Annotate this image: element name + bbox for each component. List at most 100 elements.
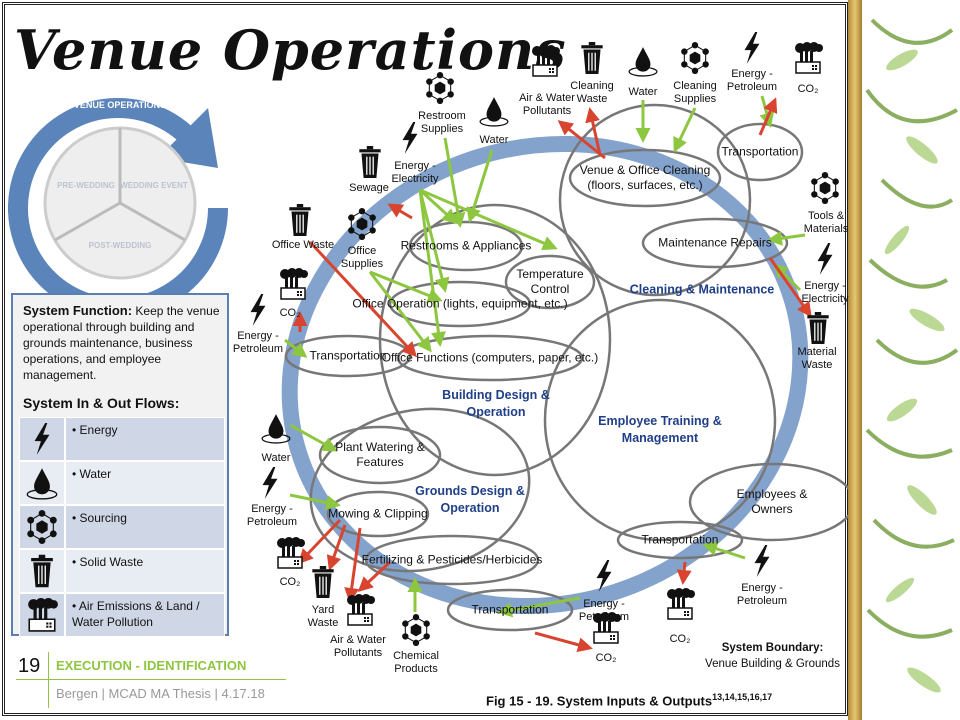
legend-label: • Water (65, 461, 225, 505)
external-flow-label: Restroom Supplies (418, 110, 466, 135)
hexagon-network-icon (809, 172, 841, 204)
boundary-text: Venue Building & Grounds (705, 658, 840, 670)
factory-icon (665, 588, 695, 620)
system-boundary-note: System Boundary: Venue Building & Grounds (700, 640, 845, 672)
external-flow-label: Air & Water Pollutants (330, 634, 386, 659)
external-flow-label: Energy - Petroleum (246, 503, 298, 528)
input-flow-arrow (284, 338, 308, 358)
external-flow-label: Energy - Electricity (801, 280, 849, 305)
factory-icon (275, 537, 305, 569)
input-flow-arrow (289, 493, 341, 510)
external-flow-label: Chemical Products (393, 650, 439, 675)
input-flow-arrow (497, 596, 581, 618)
external-flow-label: Office Waste (271, 239, 335, 251)
cycle-segment-post-wedding: POST-WEDDING (89, 241, 152, 250)
output-flow-arrow (676, 561, 692, 585)
legend-label: • Sourcing (65, 505, 225, 549)
foliage-decoration (865, 18, 959, 693)
area-loop (309, 407, 531, 573)
input-flow-arrow (369, 270, 443, 303)
section-title: EXECUTION - IDENTIFICATION (56, 658, 247, 673)
factory-icon (530, 45, 560, 77)
system-function-label: System Function: (23, 303, 133, 318)
process-node-outline (318, 425, 442, 485)
input-flow-arrow (702, 541, 746, 560)
hexagon-network-icon (424, 72, 456, 104)
factory-icon (591, 612, 621, 644)
external-flow-label: Air & Water Pollutants (519, 92, 575, 117)
process-node: Transportation (309, 348, 387, 363)
cycle-segment-pre-wedding: PRE-WEDDING (57, 181, 115, 190)
hexagon-network-icon (400, 614, 432, 646)
output-flow-arrow (387, 203, 413, 220)
legend-label: • Solid Waste (65, 549, 225, 593)
external-flow-label: Water (628, 86, 658, 98)
process-node-outline (616, 520, 744, 560)
flows-heading: System In & Out Flows: (23, 395, 180, 411)
process-node-outline (388, 280, 532, 328)
system-diagram (281, 95, 848, 653)
external-flow-label: Cleaning Supplies (673, 80, 717, 105)
caption-refs: 13,14,15,16,17 (712, 692, 773, 702)
water-drop-icon (260, 412, 292, 444)
legend-row: • Air Emissions & Land / Water Pollution (19, 593, 225, 637)
process-node: Plant Watering & Features (335, 440, 425, 469)
figure-caption: Fig 15 - 19. System Inputs & Outputs13,1… (486, 692, 772, 708)
process-node: Temperature Control (516, 267, 584, 296)
factory-icon (793, 42, 823, 74)
water-drop-icon (478, 95, 510, 127)
trash-can-icon (287, 204, 313, 236)
system-boundary-ring (281, 135, 809, 615)
output-flow-arrow (344, 527, 362, 603)
factory-icon (278, 268, 308, 300)
external-flow-label: Tools & Materials (803, 210, 849, 235)
process-node-outline (396, 334, 584, 382)
external-flow-label: Water (261, 452, 291, 464)
process-node-outline (504, 254, 596, 310)
input-flow-arrow (289, 423, 338, 452)
external-flow-label: CO₂ (279, 307, 301, 319)
external-flow-label: Office Supplies (340, 245, 384, 270)
legend-label: • Air Emissions & Land / Water Pollution (65, 593, 225, 637)
process-node-outline (408, 220, 524, 272)
legend-row: • Solid Waste (19, 549, 225, 593)
process-node-outline (364, 534, 540, 586)
hexagon-network-icon (679, 42, 711, 74)
trash-can-icon (579, 42, 605, 74)
legend-row: • Energy (19, 417, 225, 461)
input-flow-arrow (466, 149, 494, 223)
system-function-text: Keep the venue operational through build… (23, 304, 220, 382)
external-flow-label: Energy - Electricity (391, 160, 439, 185)
lightning-icon (593, 560, 615, 592)
footer-divider (16, 679, 286, 680)
boundary-label: System Boundary: (721, 642, 824, 654)
process-node: Employees & Owners (736, 487, 808, 516)
trash-can-icon (310, 566, 336, 598)
factory-icon (345, 594, 375, 626)
area-label: Employee Training & Management (598, 414, 722, 445)
author-line: Bergen | MCAD MA Thesis | 4.17.18 (56, 686, 265, 701)
output-flow-arrow (585, 107, 602, 156)
lightning-icon (259, 467, 281, 499)
area-loop (558, 103, 752, 297)
external-flow-label: CO₂ (797, 83, 819, 95)
area-label: Building Design & Operation (442, 388, 550, 419)
system-info-panel: System Function: Keep the venue operatio… (11, 293, 229, 637)
output-flow-arrow (326, 524, 347, 571)
input-flow-arrow (418, 188, 458, 225)
process-node: Mowing & Clipping (328, 506, 428, 521)
input-flow-arrow (673, 107, 697, 153)
output-flow-arrow (557, 120, 606, 160)
trash-can-icon (805, 312, 831, 344)
external-flow-label: Cleaning Waste (570, 80, 614, 105)
process-node-outline (446, 588, 574, 632)
output-flow-arrow (297, 518, 342, 565)
input-flow-arrow (419, 188, 558, 251)
external-flow-label: Energy - Petroleum (736, 582, 788, 607)
input-flow-arrow (368, 271, 432, 353)
cycle-header: VENUE OPERATIONS (74, 100, 166, 110)
input-flow-arrow (443, 137, 466, 228)
input-flow-arrow (418, 189, 446, 347)
process-node-outline (641, 217, 789, 269)
input-flow-arrow (767, 230, 806, 246)
